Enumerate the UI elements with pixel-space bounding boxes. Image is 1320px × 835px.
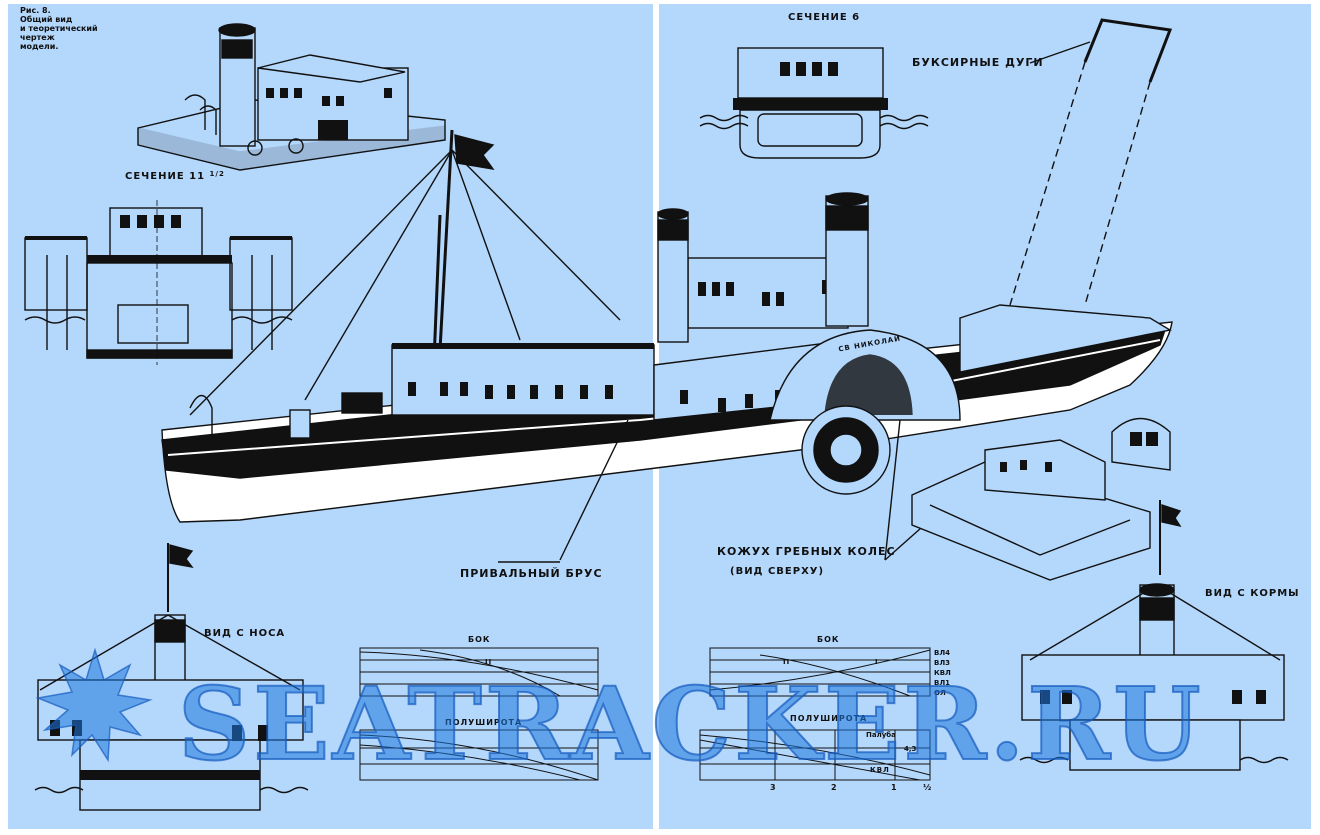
- profile-left-title: БОК: [468, 635, 491, 644]
- caption-line: чертеж: [20, 33, 55, 42]
- section-11-text: СЕЧЕНИЕ 11: [125, 171, 206, 182]
- profile-plan-left: [359, 647, 599, 697]
- stern-view-label: ВИД С КОРМЫ: [1205, 588, 1300, 599]
- paddle-box-sublabel: (ВИД СВЕРХУ): [730, 566, 825, 577]
- caption-line: и теоретический: [20, 24, 98, 33]
- profile-plan-right: [709, 647, 931, 697]
- section-11-fraction: 1/2: [209, 170, 225, 178]
- kvl-label: КВЛ: [870, 766, 890, 774]
- bow-view-drawing: [34, 543, 309, 811]
- halfbreadth-right-title: ПОЛУШИРОТА: [790, 714, 868, 723]
- bow-view-label: ВИД С НОСА: [204, 628, 286, 639]
- deck-perspective-view: [137, 23, 446, 171]
- station-label: 3: [770, 783, 777, 792]
- profile-right-marker: II: [783, 658, 791, 666]
- deck-label: Палуба: [866, 731, 896, 739]
- figure-caption: Рис. 8. Общий вид и теоретический чертеж…: [20, 6, 98, 51]
- towing-arcs-drawing: [1009, 18, 1173, 306]
- waterline-label: ВЛ1: [934, 679, 951, 687]
- station-label: 1: [891, 783, 898, 792]
- profile-left-marker: II: [485, 658, 493, 666]
- waterline-label: ВЛ3: [934, 659, 951, 667]
- waterline-label: КВЛ: [934, 669, 951, 677]
- ship-profile: [161, 129, 1173, 563]
- section-6-label: СЕЧЕНИЕ 6: [788, 12, 861, 23]
- profile-right-marker: I: [875, 658, 879, 666]
- section-11-label: СЕЧЕНИЕ 11 1/2: [125, 170, 225, 182]
- station-label: ½: [923, 783, 933, 792]
- rubbing-strake-label: ПРИВАЛЬНЫЙ БРУС: [460, 567, 603, 580]
- mark-label: 4,3: [904, 745, 917, 753]
- paddle-box-top-view: [911, 417, 1171, 581]
- profile-right-title: БОК: [817, 635, 840, 644]
- waterline-label: ОЛ: [934, 689, 946, 697]
- watermark: SEATRACKER.RU: [177, 664, 1204, 784]
- caption-line: Общий вид: [20, 15, 73, 24]
- halfbreadth-left-title: ПОЛУШИРОТА: [445, 718, 523, 727]
- towing-arcs-label: БУКСИРНЫЕ ДУГИ: [912, 56, 1044, 69]
- caption-line: Рис. 8.: [20, 6, 51, 15]
- starburst-icon: [35, 647, 153, 763]
- stern-view-drawing: [1019, 500, 1289, 771]
- caption-line: модели.: [20, 42, 59, 51]
- section-11-drawing: [24, 200, 293, 365]
- paddle-box-label: КОЖУХ ГРЕБНЫХ КОЛЕС: [717, 545, 896, 558]
- halfbreadth-plan-right: [699, 729, 931, 781]
- waterline-label: ВЛ4: [934, 649, 951, 657]
- section-6-drawing: [699, 47, 929, 159]
- station-label: 2: [831, 783, 838, 792]
- halfbreadth-plan-left: [359, 729, 599, 781]
